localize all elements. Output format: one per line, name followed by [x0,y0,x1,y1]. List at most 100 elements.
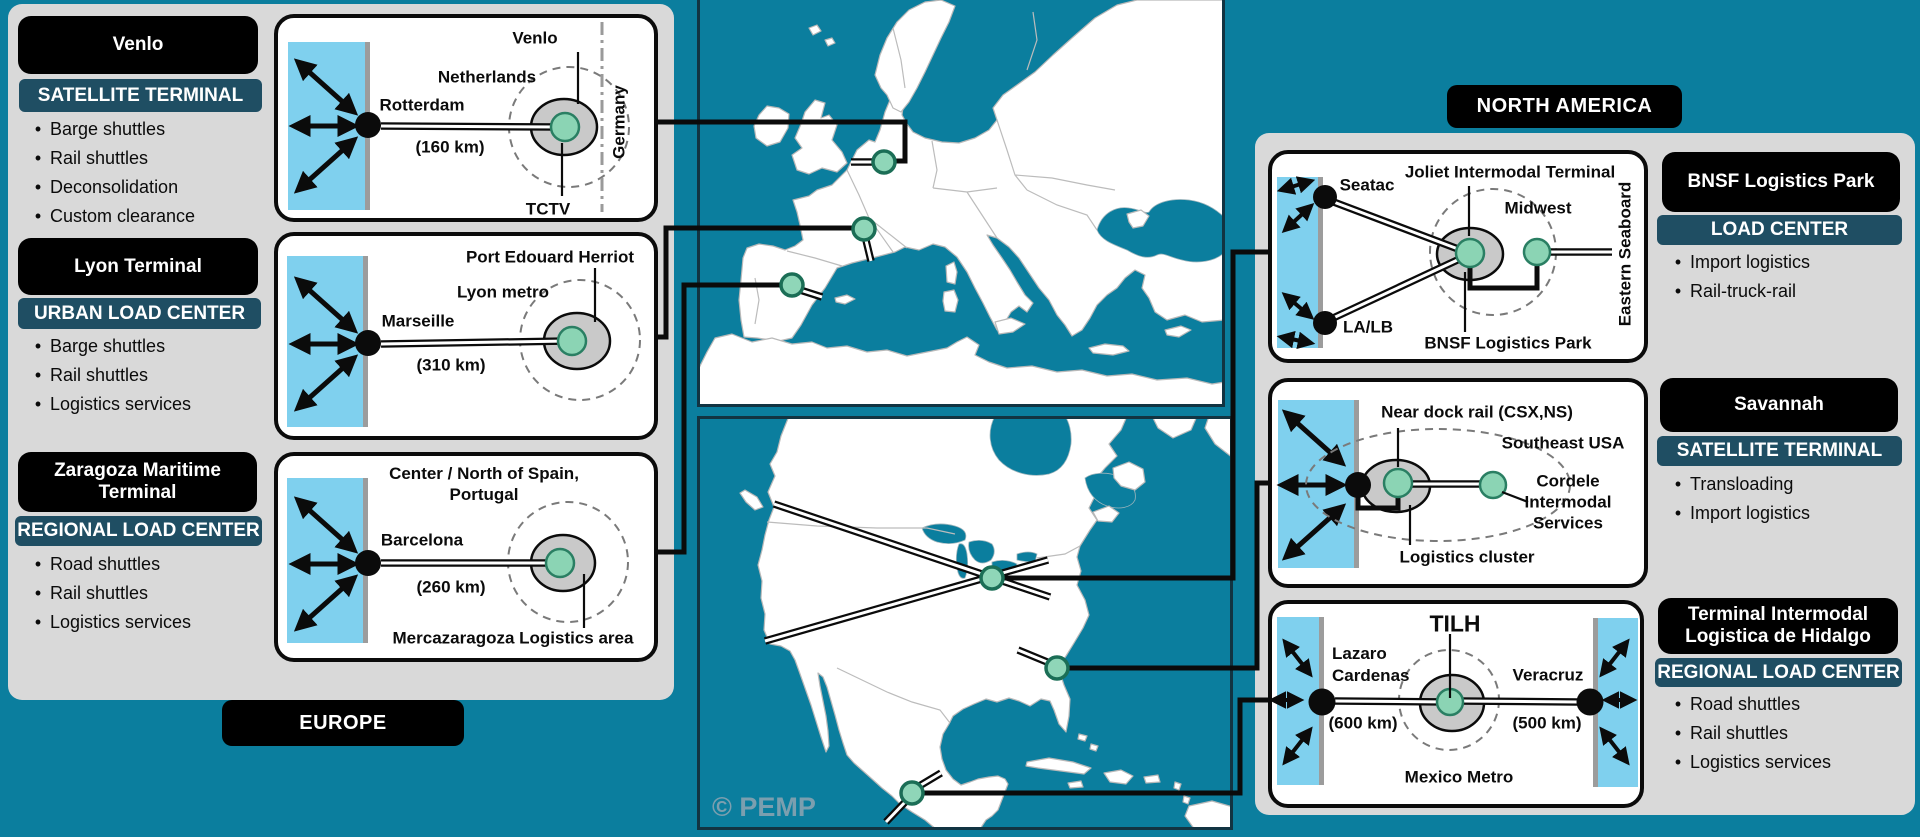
list-item: • Rail-truck-rail [1666,281,1916,302]
bullet-icon: • [34,612,42,632]
north-america-map [697,416,1233,830]
gulf-of-st-lawrence [1084,472,1136,509]
veracruz-port-label: Veracruz [1512,665,1584,685]
hudson-bay [989,416,1072,476]
list-item-text: Deconsolidation [50,177,179,197]
chicago-map-marker [979,565,1005,591]
list-item-text: Rail-truck-rail [1690,281,1797,301]
bullet-icon: • [1674,281,1682,301]
list-item: •Rail shuttles [26,365,266,386]
badge-text: SATELLITE TERMINAL [1676,440,1883,461]
bullet-icon: • [1674,752,1682,772]
na-country-borders [766,521,1081,724]
terminal-badge-zaragoza: REGIONAL LOAD CENTER [15,516,262,546]
list-item-text: Barge shuttles [50,119,166,139]
bullet-icon: • [1674,723,1682,743]
eastern-seaboard-label: Eastern Seaboard [1615,181,1635,327]
savannah-services-list: •Transloading •Import logistics [1666,474,1916,532]
terminal-badge-tilh: REGIONAL LOAD CENTER [1655,658,1902,687]
bullet-icon: • [34,206,42,226]
tilh-services-list: •Road shuttles •Rail shuttles •Logistics… [1666,694,1916,781]
venlo-map-marker [871,149,897,175]
lyon-connector-line [655,225,852,340]
terminal-title-tilh: Terminal Intermodal Logistica de Hidalgo [1658,598,1898,654]
greenland-fragments [1151,416,1233,459]
list-item-text: Logistics services [50,394,192,414]
terminal-title-text: Lyon Terminal [74,255,202,277]
caribbean-islands [1025,733,1196,819]
tilh-connector-line [923,697,1268,796]
list-item-text: Logistics services [1690,752,1832,772]
north-america-landmass [757,416,1128,830]
bullet-icon: • [34,365,42,385]
ireland-island [753,105,790,147]
zaragoza-map-marker [779,272,805,298]
list-item: •Barge shuttles [26,336,266,357]
great-britain-island [791,99,848,175]
black-sea [1096,199,1225,263]
bullet-icon: • [34,554,42,574]
terminal-title-text: Venlo [112,34,164,55]
mercazaragoza-label: Mercazaragoza Logistics area [392,628,634,648]
lyon-sea-quay [287,256,368,427]
europe-continent-landmass [738,0,1225,342]
rotterdam-port-label: Rotterdam [379,95,465,115]
bullet-icon: • [34,336,42,356]
mexico-metro-label: Mexico Metro [1404,767,1514,787]
tctv-terminal-label: TCTV [525,199,571,219]
list-item: •Rail shuttles [26,583,266,604]
tilh-label: TILH [1429,610,1481,637]
bullet-icon: • [34,177,42,197]
bnsf-services-list: •Import logistics • Rail-truck-rail [1666,252,1916,310]
scandinavia-landmass [874,0,956,113]
map-markers [779,149,1070,806]
list-item: • Logistics services [1666,752,1916,773]
netherlands-label: Netherlands [437,67,537,87]
terminal-title-zaragoza: Zaragoza Maritime Terminal [18,452,257,512]
bnsf-connector-line [1004,249,1268,581]
savannah-map-marker [1044,655,1070,681]
bullet-icon: • [1674,252,1682,272]
lazaro-cardenas-label: Lazaro Cardenas [1332,644,1410,685]
venlo-city-label: Venlo [512,28,558,48]
badge-text: SATELLITE TERMINAL [37,84,244,106]
region-label-text: EUROPE [299,711,387,734]
list-item: • Custom clearance [26,206,266,227]
bnsf-sea-quay [1277,177,1323,348]
list-item: •Logistics services [26,612,266,633]
list-item: •Road shuttles [1666,694,1916,715]
list-item-text: Transloading [1690,474,1794,494]
great-lakes [921,523,1038,579]
region-label-text: NORTH AMERICA [1476,95,1653,117]
lyon-services-list: •Barge shuttles •Rail shuttles • Logistic… [26,336,266,423]
newfoundland-island [1112,461,1146,491]
list-item-text: Custom clearance [50,206,196,226]
terminal-badge-venlo: SATELLITE TERMINAL [19,79,262,112]
list-item-text: Rail shuttles [50,583,149,603]
zaragoza-connector-line [656,282,780,555]
europe-map-frame [697,0,1225,407]
europe-map [697,0,1225,407]
list-item: •Import logistics [1666,252,1916,273]
list-item: •Transloading [1666,474,1916,495]
logistics-cluster-label: Logistics cluster [1399,547,1535,567]
mediterranean-islands [834,261,1192,356]
europe-region-label: EUROPE [222,700,464,746]
cordele-label: Cordele Intermodal Services [1524,471,1612,533]
terminal-title-savannah: Savannah [1660,378,1898,432]
venlo-services-list: •Barge shuttles •Rail shuttles •Deconsol… [26,119,266,235]
pemp-watermark: © PEMP [712,792,816,822]
terminal-badge-savannah: SATELLITE TERMINAL [1657,436,1902,466]
terminal-badge-bnsf: LOAD CENTER [1657,215,1902,245]
bullet-icon: • [34,394,42,414]
savannah-connector-line [1068,480,1268,671]
list-item: •Road shuttles [26,554,266,575]
bullet-icon: • [1674,503,1682,523]
midwest-label: Midwest [1504,198,1572,218]
terminal-title-text: Zaragoza Maritime Terminal [54,460,221,503]
bullet-icon: • [34,119,42,139]
europe-country-borders [754,11,1116,325]
venlo-sea-quay [288,42,370,210]
bnsf-park-label: BNSF Logistics Park [1424,333,1592,353]
